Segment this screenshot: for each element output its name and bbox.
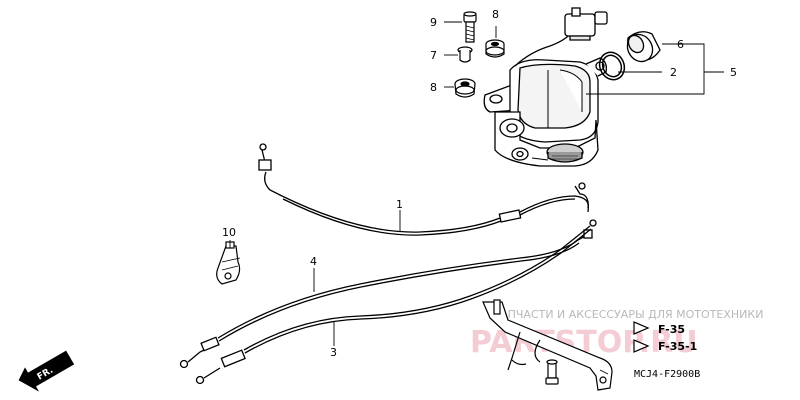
cable-clamp-10 xyxy=(216,241,241,285)
callout-8-top: 8 xyxy=(492,8,499,21)
rubber-cap xyxy=(626,31,661,63)
callout-5: 5 xyxy=(730,66,737,79)
callout-9: 9 xyxy=(430,16,437,29)
reference-f35[interactable]: F-35 xyxy=(633,321,685,336)
callout-8-bottom: 8 xyxy=(430,81,437,94)
ref-f35-label: F-35 xyxy=(658,323,685,336)
callout-3: 3 xyxy=(330,346,337,359)
ref-f35-1-label: F-35-1 xyxy=(658,340,697,353)
grommet-8-lower xyxy=(454,78,476,98)
callout-1: 1 xyxy=(396,198,403,211)
reference-f35-1[interactable]: F-35-1 xyxy=(633,339,697,353)
callout-10: 10 xyxy=(222,226,236,239)
o-ring xyxy=(598,51,626,81)
callout-7: 7 xyxy=(430,49,437,62)
grommet-8-upper xyxy=(485,39,505,58)
throttle-cable-1 xyxy=(258,143,589,236)
leader-lines xyxy=(229,21,724,346)
watermark-text: ЗАПЧАСТИ И АКСЕССУАРЫ ДЛЯ МОТОТЕХНИКИ xyxy=(493,308,763,321)
servo-motor-assembly xyxy=(483,57,608,167)
wiring-harness xyxy=(514,7,608,67)
callout-2: 2 xyxy=(670,66,677,79)
callout-6: 6 xyxy=(677,38,684,51)
throttle-cable-4 xyxy=(179,229,593,369)
collar-7 xyxy=(457,46,473,63)
mounting-stay xyxy=(482,299,613,391)
diagram-code: MCJ4-F2900B xyxy=(634,369,700,380)
callout-4: 4 xyxy=(310,255,317,268)
throttle-cable-3 xyxy=(195,219,597,385)
bolt-9 xyxy=(463,11,477,43)
front-direction-arrow: FR. xyxy=(18,350,75,392)
